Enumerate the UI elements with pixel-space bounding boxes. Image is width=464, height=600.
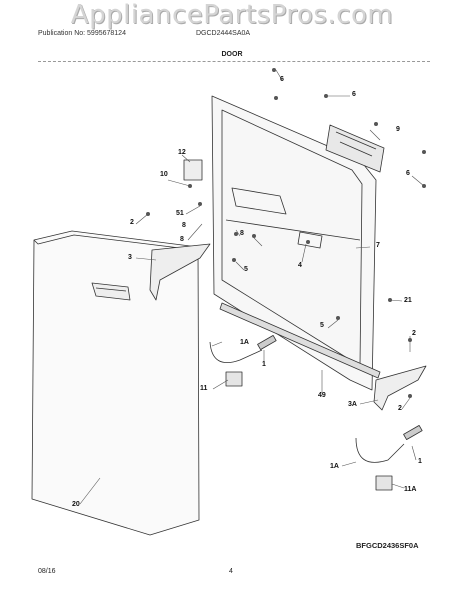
callout-2b: 2 — [412, 330, 416, 337]
callout-2c: 2 — [398, 405, 402, 412]
header-rule — [38, 61, 430, 62]
callout-1a-right: 1A — [330, 463, 339, 470]
callout-4: 4 — [298, 262, 302, 269]
callout-1a-left: 1A — [240, 339, 249, 346]
callout-6c: 6 — [406, 170, 410, 177]
hinge-left — [149, 243, 211, 301]
callout-6a: 6 — [280, 76, 284, 83]
callout-5a: 5 — [244, 266, 248, 273]
leader-lines — [79, 69, 425, 505]
callout-20: 20 — [72, 501, 80, 508]
footer-date: 08/16 — [38, 568, 56, 575]
footer-page: 4 — [229, 568, 233, 575]
spring-left — [257, 335, 277, 350]
callout-8b: 8 — [240, 230, 244, 237]
callout-3a: 3A — [348, 401, 357, 408]
cable-left — [209, 341, 263, 364]
spring-right — [403, 425, 423, 440]
callout-7: 7 — [376, 242, 380, 249]
bracket-11 — [225, 371, 243, 387]
callout-21: 21 — [404, 297, 412, 304]
cable-right — [355, 437, 405, 463]
diagram-model-code: BFGCD2436SF0A — [356, 541, 419, 550]
callout-11: 11 — [200, 385, 208, 392]
model-number: DGCD2444SA0A — [196, 30, 251, 37]
callout-8c: 8 — [180, 236, 184, 243]
callout-12: 12 — [178, 149, 186, 156]
callout-51: 51 — [176, 210, 184, 217]
callout-5b: 5 — [320, 322, 324, 329]
bottom-strip — [219, 302, 381, 379]
outer-door-panel — [31, 230, 200, 536]
callout-3: 3 — [128, 254, 132, 261]
hinge-right — [373, 365, 427, 411]
bracket-11a — [375, 475, 393, 491]
callout-6b: 6 — [352, 91, 356, 98]
callout-11a: 11A — [404, 486, 417, 493]
callout-2a: 2 — [130, 219, 134, 226]
callout-1-left: 1 — [262, 361, 266, 368]
watermark: AppliancePartsPros.com — [70, 0, 394, 30]
callout-8a: 8 — [182, 222, 186, 229]
callout-10: 10 — [160, 171, 168, 178]
control-module — [325, 124, 385, 173]
publication-number: Publication No: 5995678124 — [38, 30, 126, 37]
door-latch — [183, 159, 203, 181]
section-title: DOOR — [221, 51, 243, 58]
callout-1-right: 1 — [418, 458, 422, 465]
callout-9: 9 — [396, 126, 400, 133]
callout-49: 49 — [318, 392, 326, 399]
